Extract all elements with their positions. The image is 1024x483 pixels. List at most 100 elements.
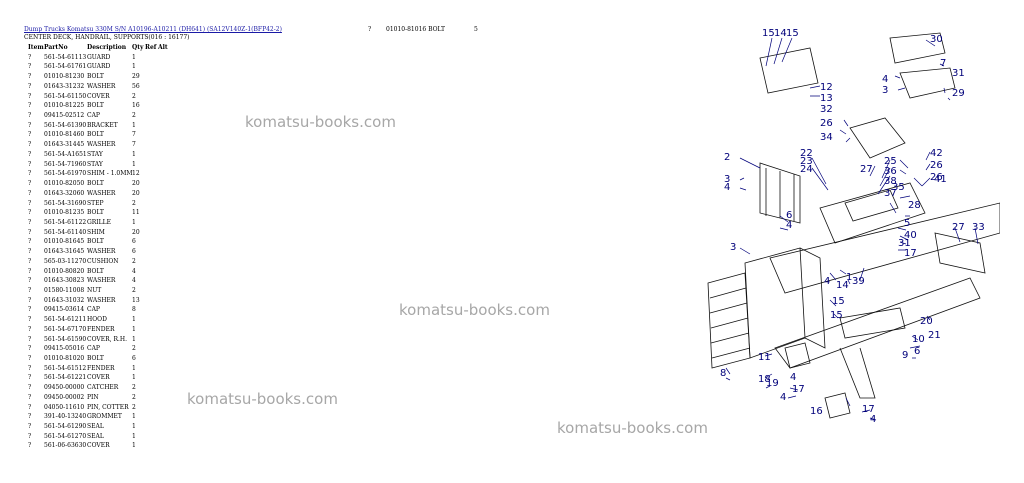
cell-description: COVER, R.H. [87,335,128,343]
diagram-callout-number: 31 [898,238,911,249]
table-header-row: Item PartNo Description Qty Ref Alt [24,43,174,53]
cell-partno: 391-40-13240 [44,413,87,421]
cell-description: BRACKET [87,121,118,129]
cell-item: ? [28,209,32,217]
cell-qty: 20 [132,180,140,188]
cell-qty: 1 [132,413,136,421]
diagram-callout-number: 23 [800,156,813,167]
cell-item: ? [28,112,32,120]
diagram-callout-number: 4 [824,276,830,287]
cell-qty: 7 [132,141,136,149]
cell-qty: 7 [132,131,136,139]
column-header-qty: Qty [132,44,144,51]
cell-description: STEP [87,199,104,207]
cell-item: ? [28,374,32,382]
diagram-callout-number: 28 [908,200,921,211]
diagram-callout-number: 7 [940,58,946,69]
cell-partno: 561-54-31690 [44,199,87,207]
diagram-callout-number: 42 [930,148,943,159]
cell-qty: 29 [132,73,140,81]
cell-partno: 01010-82050 [44,180,85,188]
diagram-callout-number: 16 [810,406,823,417]
cell-description: STAY [87,160,103,168]
cell-item: ? [28,306,32,314]
header-count: 5 [474,26,478,33]
cell-item: ? [28,257,32,265]
column-header-ref: Ref [145,44,157,51]
cell-qty: 1 [132,160,136,168]
cell-partno: 565-03-11270 [44,257,87,265]
cell-qty: 1 [132,335,136,343]
diagram-callout-number: 3 [724,174,730,185]
cell-qty: 2 [132,393,136,401]
cell-qty: 6 [132,355,136,362]
parts-table: Item PartNo Description Qty Ref Alt ?561… [24,43,174,451]
cell-item: ? [28,355,32,362]
diagram-callout-number: 40 [904,230,917,241]
cell-qty: 2 [132,286,136,294]
diagram-callout-number: 4 [870,414,876,425]
diagram-callout-number: 2 [724,152,730,163]
diagram-callout-number: 38 [884,176,897,187]
cell-description: GUARD [87,63,111,71]
cell-item: ? [28,82,32,90]
cell-description: BOLT [87,131,104,139]
cell-description: BOLT [87,355,104,362]
cell-description: FENDER [87,364,115,372]
cell-partno: 09450-00002 [44,393,85,401]
diagram-callout-number: 19 [766,378,779,389]
cell-description: CAP [87,306,100,314]
cell-partno: 561-54-61122 [44,218,87,226]
cell-qty: 13 [132,296,140,304]
cell-item: ? [28,442,32,450]
cell-partno: 561-54-67170 [44,325,87,333]
diagram-callout-number: 9 [902,350,908,361]
column-header-item: Item [28,44,44,51]
diagram-callout-number: 4 [780,392,786,403]
cell-partno: 01643-31645 [44,248,85,256]
cell-description: SHIM - 1.0MM [87,170,133,178]
cell-description: PIN [87,393,99,401]
cell-description: HOOD [87,316,107,324]
header-part-number: 01010-81016 BOLT [386,26,446,33]
column-header-partno: PartNo [44,44,68,51]
cell-partno: 09415-02512 [44,112,85,120]
cell-description: SEAL [87,432,104,440]
cell-partno: 561-54-61761 [44,63,87,71]
diagram-callout-number: 25 [884,156,897,167]
cell-partno: 01643-30823 [44,277,85,285]
diagram-callout-number: 26 [930,160,943,171]
diagram-callout-number: 20 [920,316,933,327]
cell-item: ? [28,267,32,275]
cell-description: CAP [87,345,100,353]
cell-qty: 1 [132,150,136,158]
cell-qty: 2 [132,257,136,265]
diagram-callout-number: 17 [862,404,875,415]
diagram-callout-number: 27 [860,164,873,175]
cell-item: ? [28,423,32,431]
cell-partno: 561-54-61221 [44,374,87,382]
cell-qty: 4 [132,277,136,285]
cell-partno: 01643-31032 [44,296,85,304]
cell-partno: 561-54-61270 [44,432,87,440]
column-header-alt: Alt [158,44,168,51]
cell-item: ? [28,325,32,333]
document-title-link[interactable]: Dump Trucks Komatsu 330M S/N A10196-A102… [24,26,282,33]
diagram-callout-number: 4 [724,182,730,193]
